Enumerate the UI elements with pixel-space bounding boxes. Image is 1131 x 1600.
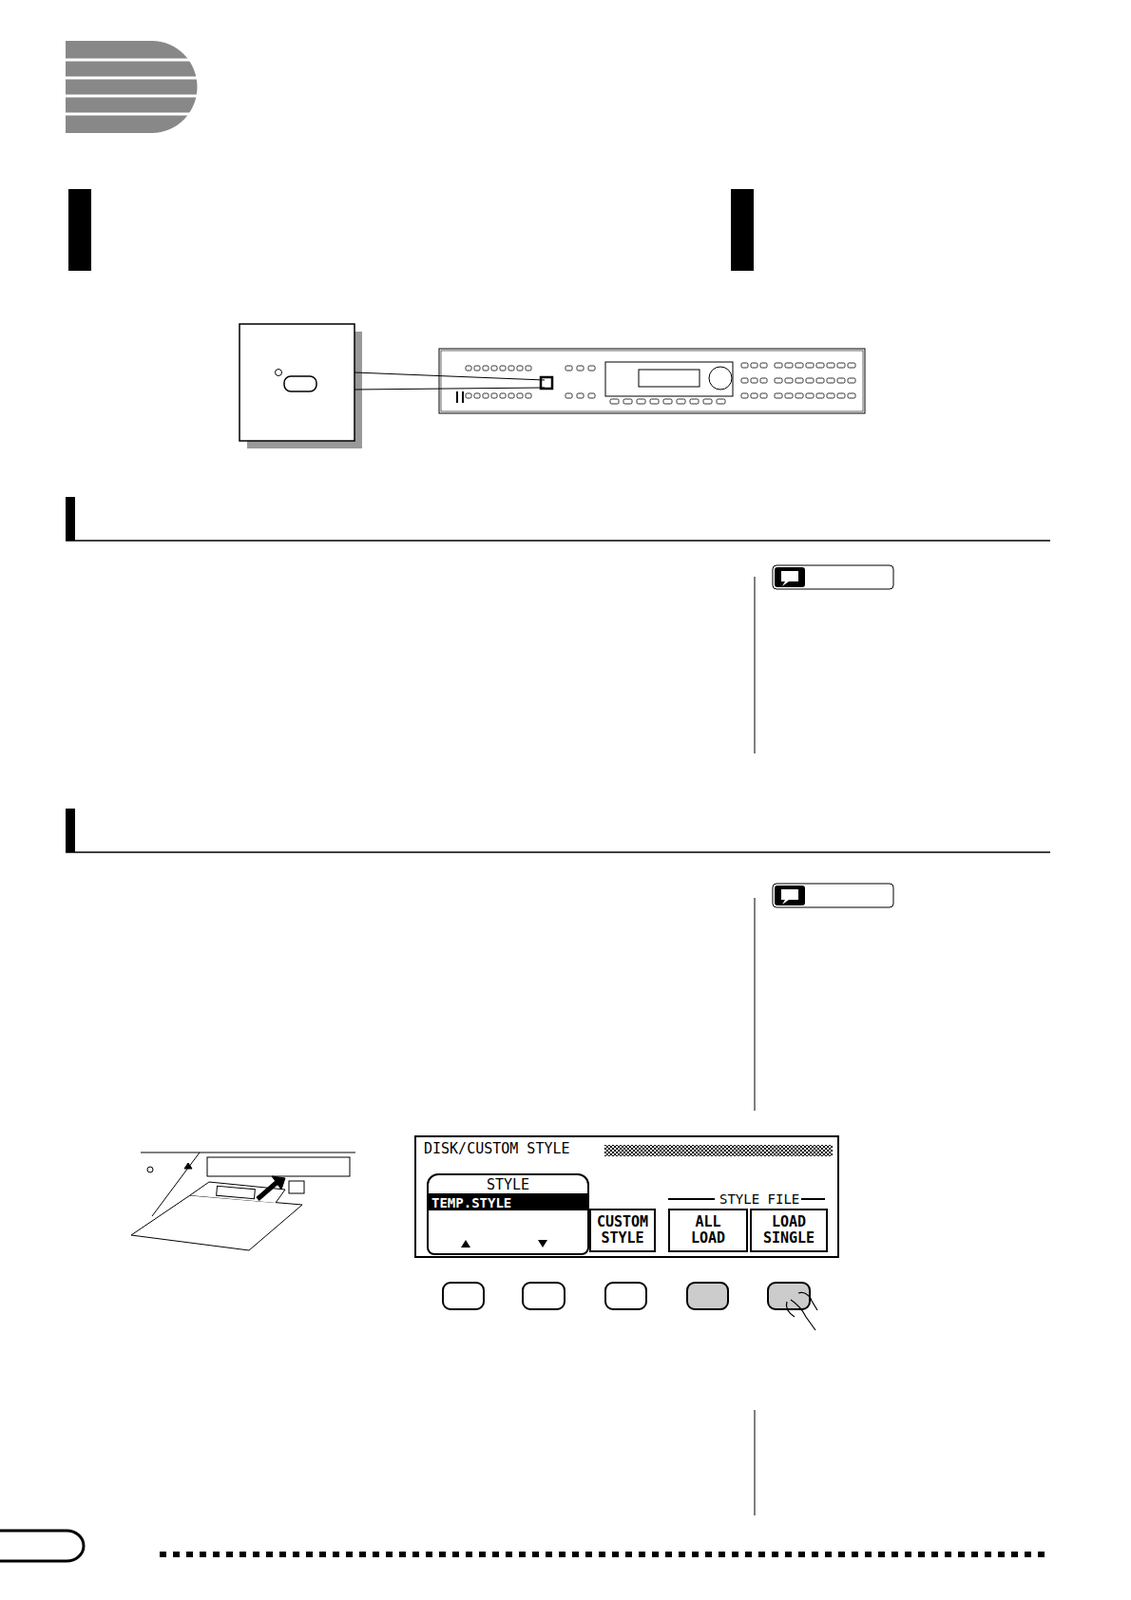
chapter-logo xyxy=(65,40,205,134)
lcd-hatch xyxy=(604,1145,833,1157)
soft-buttons xyxy=(442,1283,818,1331)
list-item: TEMP.STYLE xyxy=(428,1193,588,1211)
heading-bar xyxy=(730,189,754,271)
margin-line xyxy=(754,576,756,1516)
note-icon xyxy=(772,565,894,908)
lcd-arrows xyxy=(460,1240,548,1248)
heading-bar xyxy=(68,189,92,271)
soft-key-label: CUSTOM STYLE xyxy=(589,1208,656,1253)
key-label: ALL LOAD xyxy=(670,1210,747,1247)
lcd-screen: DISK/CUSTOM STYLE STYLETEMP.STYLECUSTOM S… xyxy=(414,1135,840,1259)
panel-callout xyxy=(239,324,545,449)
key-label: CUSTOM STYLE xyxy=(591,1210,654,1247)
section-heading xyxy=(65,497,1051,853)
key-label: LOAD SINGLE xyxy=(751,1210,826,1247)
control-panel xyxy=(439,348,865,414)
footer-dots xyxy=(157,1552,1052,1558)
floppy-illustration xyxy=(131,1152,356,1251)
soft-key-label: LOAD SINGLE xyxy=(749,1208,828,1253)
screen-title: DISK/CUSTOM STYLE xyxy=(423,1140,571,1158)
group-label: STYLE FILE xyxy=(717,1191,802,1208)
list-heading: STYLE xyxy=(428,1176,588,1194)
soft-key-label: ALL LOAD xyxy=(668,1208,748,1253)
page-number-tab xyxy=(0,1531,84,1562)
style-list: STYLETEMP.STYLE xyxy=(426,1173,590,1256)
